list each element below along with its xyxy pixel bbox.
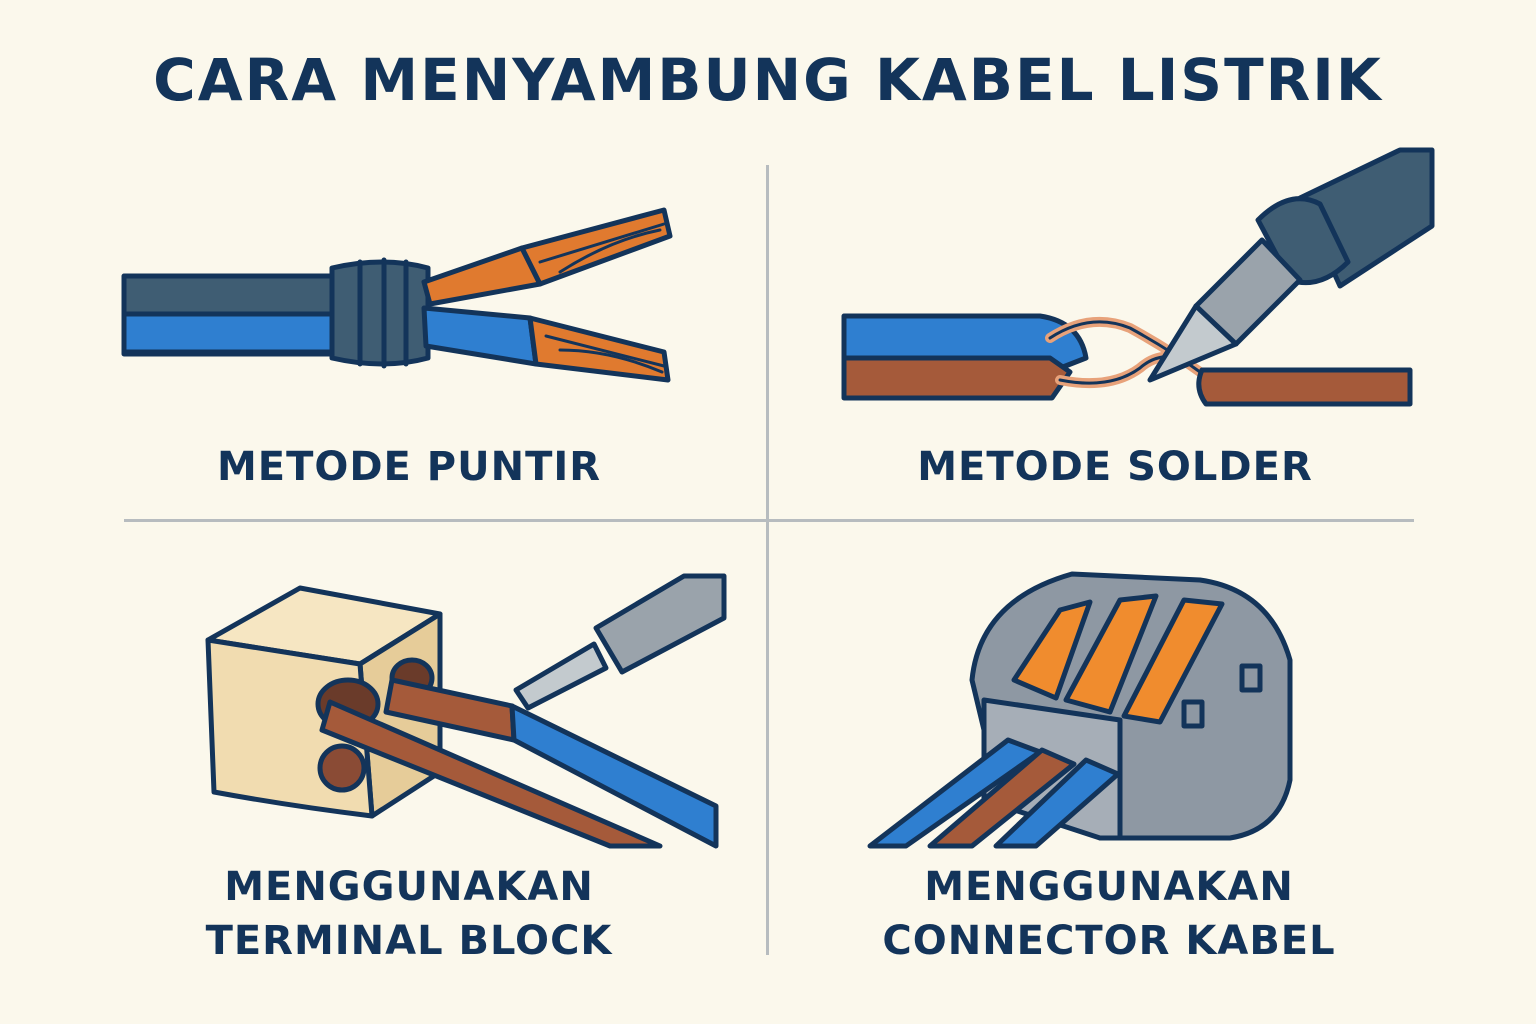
horizontal-divider (124, 519, 1414, 522)
label-terminal-block-line-2: TERMINAL BLOCK (205, 918, 613, 964)
label-terminal-block-line-1: MENGGUNAKAN (224, 864, 594, 910)
label-connector-line-1: MENGGUNAKAN (924, 864, 1294, 910)
page-title: CARA MENYAMBUNG KABEL LISTRIK (153, 46, 1383, 114)
label-connector: MENGGUNAKAN CONNECTOR KABEL (824, 860, 1394, 968)
label-solder-line-1: METODE SOLDER (917, 444, 1313, 490)
label-puntir-line-1: METODE PUNTIR (216, 444, 602, 490)
label-connector-line-2: CONNECTOR KABEL (882, 918, 1336, 964)
label-puntir: METODE PUNTIR (124, 440, 694, 494)
vertical-divider (766, 165, 769, 955)
label-terminal-block: MENGGUNAKAN TERMINAL BLOCK (124, 860, 694, 968)
label-solder: METODE SOLDER (830, 440, 1400, 494)
